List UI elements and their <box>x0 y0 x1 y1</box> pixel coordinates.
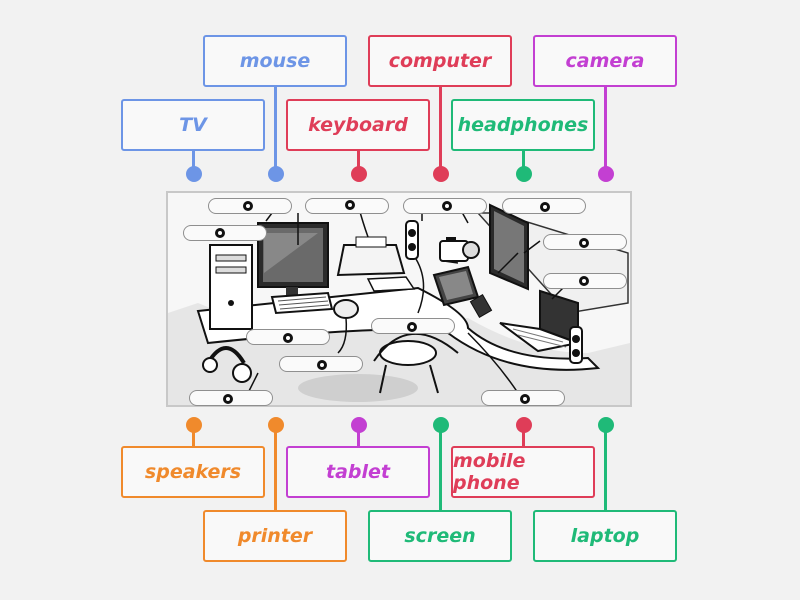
anchor-ring <box>317 360 327 370</box>
anchor-ring <box>579 276 589 286</box>
pin-dot <box>185 417 202 433</box>
pin-dot <box>185 166 202 182</box>
label-text: speakers <box>144 461 242 483</box>
anchor-ring <box>407 322 417 332</box>
pin-dot <box>350 417 367 433</box>
label-text: TV <box>179 114 207 136</box>
computer-desk-illustration <box>166 191 632 407</box>
anchor-ring <box>243 201 253 211</box>
label-tablet[interactable]: tablet <box>286 446 430 498</box>
label-tv[interactable]: TV <box>121 99 265 151</box>
pin-dot <box>267 166 284 182</box>
label-text: mobile phone <box>453 450 526 494</box>
label-keyboard[interactable]: keyboard <box>286 99 430 151</box>
pin-stem <box>357 151 360 174</box>
pin-dot <box>515 417 532 433</box>
label-computer[interactable]: computer <box>368 35 512 87</box>
anchor-ring <box>520 394 530 404</box>
pin-stem <box>522 151 525 174</box>
pin-dot <box>432 417 449 433</box>
anchor-ring <box>215 228 225 238</box>
pin-dot <box>515 166 532 182</box>
pin-stem <box>192 151 195 174</box>
pin-stem <box>357 425 360 446</box>
label-speakers[interactable]: speakers <box>121 446 265 498</box>
anchor-ring <box>579 238 589 248</box>
pin-dot <box>597 417 614 433</box>
pin-dot <box>432 166 449 182</box>
label-screen[interactable]: screen <box>368 510 512 562</box>
pin-stem <box>439 425 442 510</box>
label-text: screen <box>404 525 476 547</box>
pin-stem <box>604 87 607 174</box>
anchor-ring <box>540 202 550 212</box>
label-text: headphones <box>457 114 589 136</box>
anchor-ring <box>345 200 355 210</box>
label-laptop[interactable]: laptop <box>533 510 677 562</box>
pin-dot <box>267 417 284 433</box>
label-text: laptop <box>570 525 640 547</box>
answer-slot[interactable] <box>183 225 267 241</box>
label-text: mouse <box>239 50 311 72</box>
pin-stem <box>192 425 195 446</box>
label-text: tablet <box>326 461 390 483</box>
label-camera[interactable]: camera <box>533 35 677 87</box>
label-printer[interactable]: printer <box>203 510 347 562</box>
anchor-ring <box>442 201 452 211</box>
label-mobile-phone[interactable]: mobile phone <box>451 446 595 498</box>
pin-stem <box>274 425 277 510</box>
label-text: keyboard <box>308 114 408 136</box>
pin-stem <box>604 425 607 510</box>
pin-stem <box>274 87 277 174</box>
label-text: camera <box>565 50 645 72</box>
anchor-ring <box>223 394 233 404</box>
label-mouse[interactable]: mouse <box>203 35 347 87</box>
pin-stem <box>522 425 525 446</box>
pin-dot <box>350 166 367 182</box>
pin-dot <box>597 166 614 182</box>
anchor-ring <box>283 333 293 343</box>
label-headphones[interactable]: headphones <box>451 99 595 151</box>
label-text: printer <box>237 525 313 547</box>
label-text: computer <box>388 50 492 72</box>
pin-stem <box>439 87 442 174</box>
